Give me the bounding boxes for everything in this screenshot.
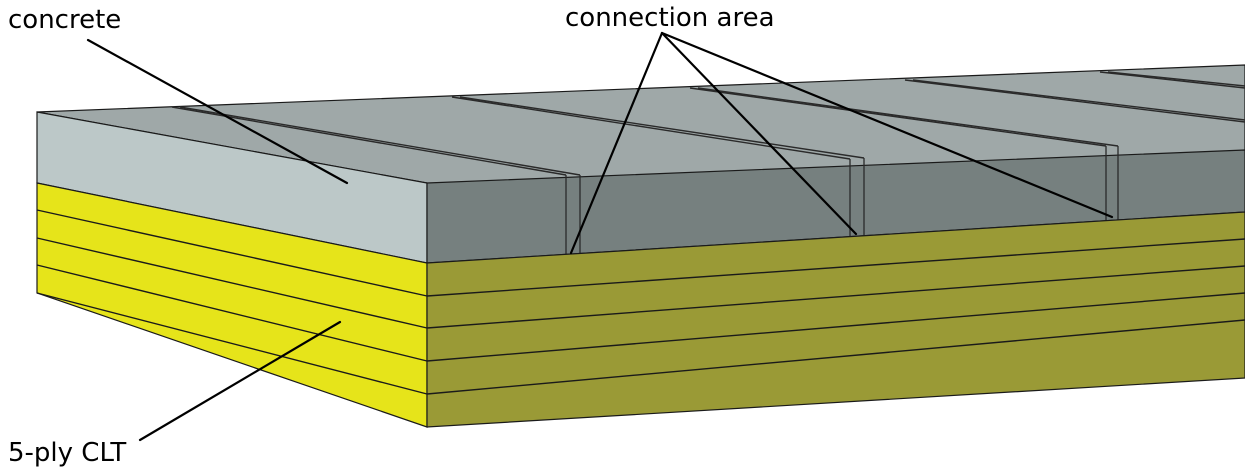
- clt-side-ply-line: [36, 209, 428, 297]
- clt-side-ply-line: [36, 292, 428, 395]
- concrete-label: concrete: [8, 5, 122, 35]
- leader-lines: [86, 31, 1114, 442]
- connection-area-label: connection area: [565, 3, 775, 33]
- top-joint-line: [912, 79, 1245, 121]
- top-joint-line: [451, 96, 851, 160]
- concrete-leader-line: [86, 38, 349, 185]
- connection-leader-line: [660, 31, 1114, 219]
- connection-leader-line: [569, 31, 664, 255]
- top-joint-line: [459, 96, 865, 159]
- clt-side-ply-lines: [36, 209, 428, 395]
- top-joint-line: [689, 87, 1107, 147]
- clt-side-ply-line: [36, 264, 428, 362]
- top-joint-line: [904, 79, 1245, 123]
- top-joint-line: [171, 106, 567, 176]
- clt-front-ply-line: [426, 292, 1245, 362]
- top-joint-line: [697, 87, 1119, 147]
- clt-front-ply-line: [426, 265, 1245, 329]
- clt-front-ply-lines: [426, 238, 1245, 395]
- connection-leader-line: [660, 31, 858, 236]
- clt-label: 5-ply CLT: [8, 438, 127, 468]
- clt-front-face: [426, 211, 1245, 428]
- top-surface-joints: [171, 71, 1245, 176]
- top-joint-line: [1099, 71, 1245, 89]
- clt-leader-line: [138, 320, 342, 442]
- clt-front-ply-line: [426, 238, 1245, 297]
- top-joint-line: [1107, 71, 1245, 87]
- clt-front-ply-line: [426, 319, 1245, 395]
- clt-side-ply-line: [36, 237, 428, 329]
- top-joint-line: [179, 106, 581, 176]
